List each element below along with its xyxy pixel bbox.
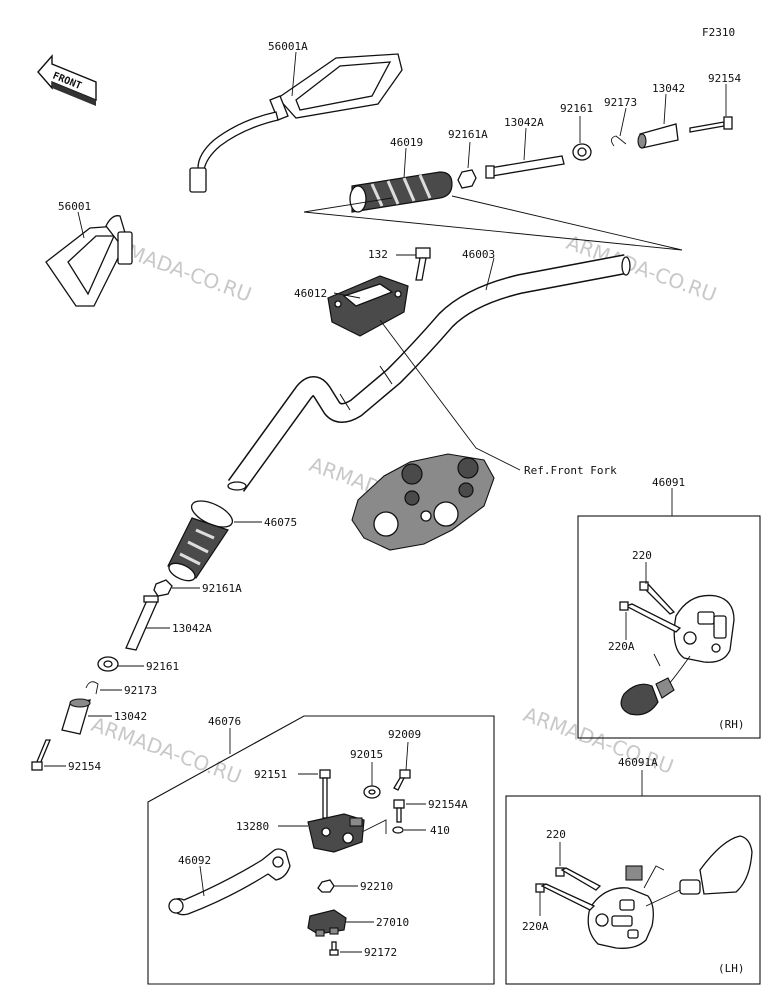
- label-handlebar: 46003: [462, 248, 495, 261]
- rh-switch-box: [577, 515, 761, 739]
- clip-left: [85, 681, 99, 695]
- switch-rh: [620, 594, 735, 716]
- label-screw-lh-a: 220: [546, 828, 566, 841]
- diagram-code: F2310: [702, 26, 735, 39]
- bracket: [307, 813, 387, 853]
- grip-right: [349, 171, 453, 213]
- grip-left: [167, 500, 234, 582]
- screw-rh-b: [619, 601, 682, 633]
- handlebar: [227, 254, 631, 492]
- label-bush-left: 92161: [146, 660, 179, 673]
- label-weight-right: 13042: [652, 82, 685, 95]
- label-nut-right: 92161A: [448, 128, 488, 141]
- rh-tag: (RH): [718, 718, 745, 731]
- label-lever-assy: 46076: [208, 715, 241, 728]
- lever-assy-box: [147, 715, 495, 985]
- screw-lever: [393, 769, 411, 791]
- nut-left: [153, 579, 173, 597]
- label-washer-lever: 92015: [350, 748, 383, 761]
- shaft-left: [125, 595, 159, 651]
- front-arrow-icon: FRONT: [37, 54, 97, 106]
- screw-lh-b: [535, 883, 596, 911]
- screw-rh-a: [639, 581, 676, 615]
- nut-lever: [317, 879, 335, 893]
- front-fork-bracket: [351, 453, 495, 551]
- label-bush-right: 92161: [560, 102, 593, 115]
- nut-right: [457, 169, 477, 189]
- weight-left: [61, 698, 91, 735]
- mirror-right: [189, 53, 403, 193]
- screw-lh-a: [555, 867, 602, 891]
- label-lever: 46092: [178, 854, 211, 867]
- screw-clutch: [329, 941, 339, 956]
- label-nut-left: 92161A: [202, 582, 242, 595]
- label-screw-rh-b: 220A: [608, 640, 635, 653]
- weight-right: [637, 123, 679, 149]
- lever: [168, 848, 291, 916]
- label-front-fork: Ref.Front Fork: [524, 464, 617, 477]
- label-switch-clutch: 27010: [376, 916, 409, 929]
- label-switch-rh: 46091: [652, 476, 685, 489]
- bolt-bracket: [393, 799, 405, 823]
- lh-switch-box: [505, 795, 761, 985]
- label-clip-right: 92173: [604, 96, 637, 109]
- switch-lh: [587, 835, 753, 949]
- clip-right: [611, 135, 627, 147]
- label-nut-lever: 92210: [360, 880, 393, 893]
- label-holder: 46012: [294, 287, 327, 300]
- bolt-lever-pivot: [319, 769, 331, 819]
- bolt-holder: [415, 247, 431, 281]
- label-bolt-right: 92154: [708, 72, 741, 85]
- bolt-left: [31, 739, 51, 771]
- label-screw-lh-b: 220A: [522, 920, 549, 933]
- label-grip-right: 46019: [390, 136, 423, 149]
- label-clip-left: 92173: [124, 684, 157, 697]
- switch-clutch: [307, 909, 347, 937]
- label-mirror-right: 56001A: [268, 40, 308, 53]
- label-bracket: 13280: [236, 820, 269, 833]
- label-shaft-right: 13042A: [504, 116, 544, 129]
- label-weight-left: 13042: [114, 710, 147, 723]
- label-shaft-left: 13042A: [172, 622, 212, 635]
- label-mirror-left: 56001: [58, 200, 91, 213]
- washer-410: [392, 826, 404, 834]
- label-screw-lever: 92009: [388, 728, 421, 741]
- label-switch-lh: 46091A: [618, 756, 658, 769]
- label-screw-clutch: 92172: [364, 946, 397, 959]
- shaft-right: [485, 155, 565, 179]
- handlebar-holder: [327, 275, 409, 337]
- label-bolt-holder: 132: [368, 248, 388, 261]
- label-screw-rh-a: 220: [632, 549, 652, 562]
- lh-tag: (LH): [718, 962, 745, 975]
- label-lever-pivot: 92151: [254, 768, 287, 781]
- label-washer-410: 410: [430, 824, 450, 837]
- label-bolt-left: 92154: [68, 760, 101, 773]
- label-bolt-bracket: 92154A: [428, 798, 468, 811]
- label-grip-left: 46075: [264, 516, 297, 529]
- bolt-right: [689, 116, 733, 133]
- mirror-left: [45, 215, 133, 307]
